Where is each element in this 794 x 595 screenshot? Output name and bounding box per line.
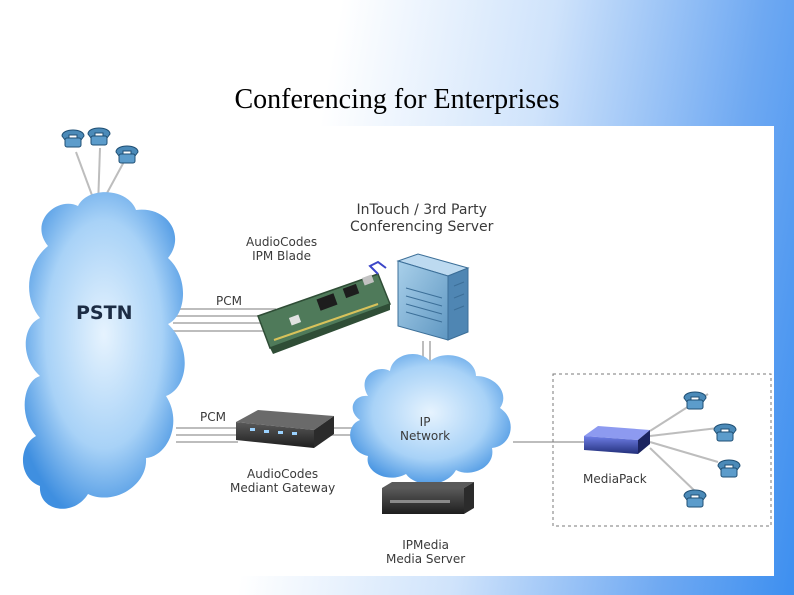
mediapack-enclosure: [552, 373, 772, 527]
ip-network-label: IP Network: [400, 415, 450, 443]
phone-icon: [683, 391, 707, 410]
phone-icon: [713, 423, 737, 442]
phone-icon: [717, 459, 741, 478]
pstn-cloud: [22, 192, 185, 509]
ip-network-cloud: [350, 353, 511, 485]
network-diagram: PSTN AudioCodes IPM Blade InTouch / 3rd …: [18, 126, 774, 576]
ipm-blade-label: AudioCodes IPM Blade: [246, 235, 317, 263]
mediapack-label: MediaPack: [583, 472, 647, 486]
phone-icon: [61, 129, 85, 148]
phone-icon: [683, 489, 707, 508]
phone-icon: [87, 127, 111, 146]
slide-title: Conferencing for Enterprises: [234, 84, 560, 115]
ipmedia-label-line2: Media Server: [386, 552, 466, 566]
pcm-bottom-label: PCM: [200, 410, 226, 424]
ipmedia-label-line1: IPMedia: [402, 538, 450, 552]
ipm-blade-label-line1: AudioCodes: [246, 235, 318, 249]
ipmedia-label: IPMedia Media Server: [386, 538, 465, 566]
ipm-blade-label-line2: IPM Blade: [252, 249, 311, 263]
conf-server-label-line1: InTouch / 3rd Party: [356, 202, 487, 218]
conf-server-label-line2: Conferencing Server: [350, 219, 494, 235]
mediapack-box: [584, 426, 650, 454]
mediant-gateway-box: [236, 410, 334, 448]
ip-network-label-line1: IP: [419, 415, 431, 429]
conferencing-server-box: [396, 253, 470, 341]
mediant-label-line1: AudioCodes: [247, 467, 319, 481]
phone-icon: [115, 145, 139, 164]
conf-server-label: InTouch / 3rd Party Conferencing Server: [350, 202, 493, 236]
ip-network-label-line2: Network: [400, 429, 451, 443]
pstn-label: PSTN: [76, 302, 133, 324]
mediant-label-line2: Mediant Gateway: [230, 481, 336, 495]
ipmedia-server-box: [382, 482, 474, 514]
ipm-blade-card: [257, 260, 391, 354]
pcm-top-label: PCM: [216, 294, 242, 308]
mediant-label: AudioCodes Mediant Gateway: [230, 467, 335, 495]
diagram-graphics: [22, 127, 772, 527]
